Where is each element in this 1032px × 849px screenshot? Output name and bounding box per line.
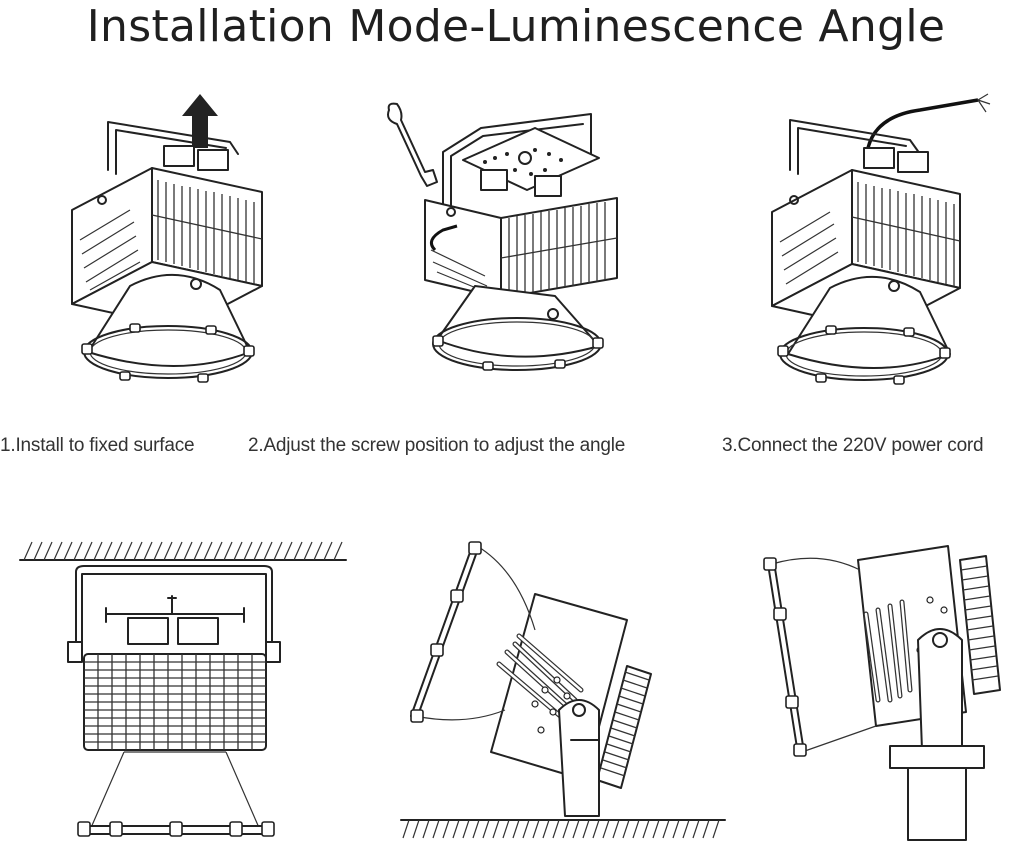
wrench-icon: [387, 102, 438, 187]
step-2-illustration: [387, 102, 618, 371]
ground-surface: [400, 819, 726, 839]
ground-mount-illustration: [400, 541, 726, 839]
step-3-illustration: [771, 93, 991, 385]
power-cord-icon: [866, 93, 991, 149]
step-2-caption: 2.Adjust the screw position to adjust th…: [248, 435, 626, 456]
arrow-up-icon: [182, 94, 218, 148]
step-1-caption: 1.Install to fixed surface: [0, 435, 195, 456]
step-3-caption: 3.Connect the 220V power cord: [722, 435, 984, 456]
step-1-illustration: [71, 94, 263, 383]
ceiling-surface: [19, 541, 347, 561]
ceiling-mount-illustration: [19, 541, 347, 837]
page-title: Installation Mode-Luminescence Angle: [86, 1, 946, 52]
pole-mount-illustration: [763, 545, 1001, 841]
